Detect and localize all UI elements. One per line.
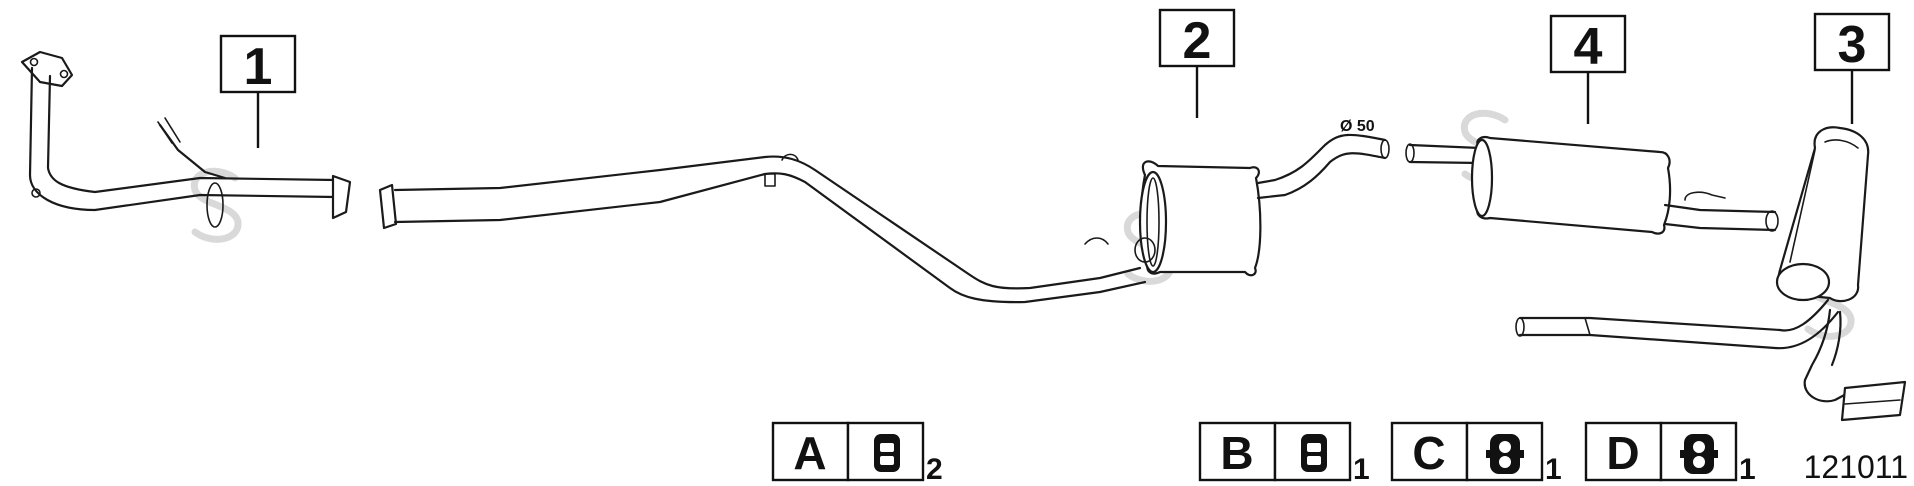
rubber-mount-icon	[874, 434, 900, 472]
legend-item-d: D 1	[1584, 421, 1756, 486]
callout-label: 2	[1183, 12, 1212, 70]
legend-letter: C	[1412, 427, 1445, 479]
legend-qty: 2	[926, 453, 943, 486]
legend-item-a: A 2	[771, 421, 943, 486]
legend-qty: 1	[1739, 453, 1756, 486]
rubber-mount-icon	[1680, 434, 1718, 474]
diagram-number: 121011	[1804, 449, 1908, 485]
legend-item-b: B 1	[1198, 421, 1370, 486]
callout-3: 3	[1813, 12, 1891, 124]
rear-muffler-part-4	[1405, 136, 1779, 235]
legend-letter: D	[1606, 427, 1639, 479]
callout-4: 4	[1549, 14, 1627, 124]
callout-label: 4	[1574, 18, 1603, 76]
legend-qty: 1	[1353, 453, 1370, 486]
intermediate-pipe	[378, 153, 1147, 304]
legend-item-c: C 1	[1390, 421, 1562, 486]
legend-letter: A	[793, 427, 826, 479]
rear-silencer-part-3	[1515, 126, 1907, 422]
rubber-mount-icon	[1301, 434, 1327, 472]
legend-letter: B	[1220, 427, 1253, 479]
callout-label: 3	[1838, 16, 1867, 74]
rubber-mount-icon	[1486, 434, 1524, 474]
callout-label: 1	[244, 38, 273, 96]
legend-qty: 1	[1545, 453, 1562, 486]
front-pipe-part-1	[20, 50, 352, 228]
callout-2: 2	[1158, 8, 1236, 118]
center-muffler-part-2: Ø 50	[1134, 118, 1390, 277]
diameter-note: Ø 50	[1340, 118, 1375, 135]
callout-1: 1	[219, 34, 297, 148]
